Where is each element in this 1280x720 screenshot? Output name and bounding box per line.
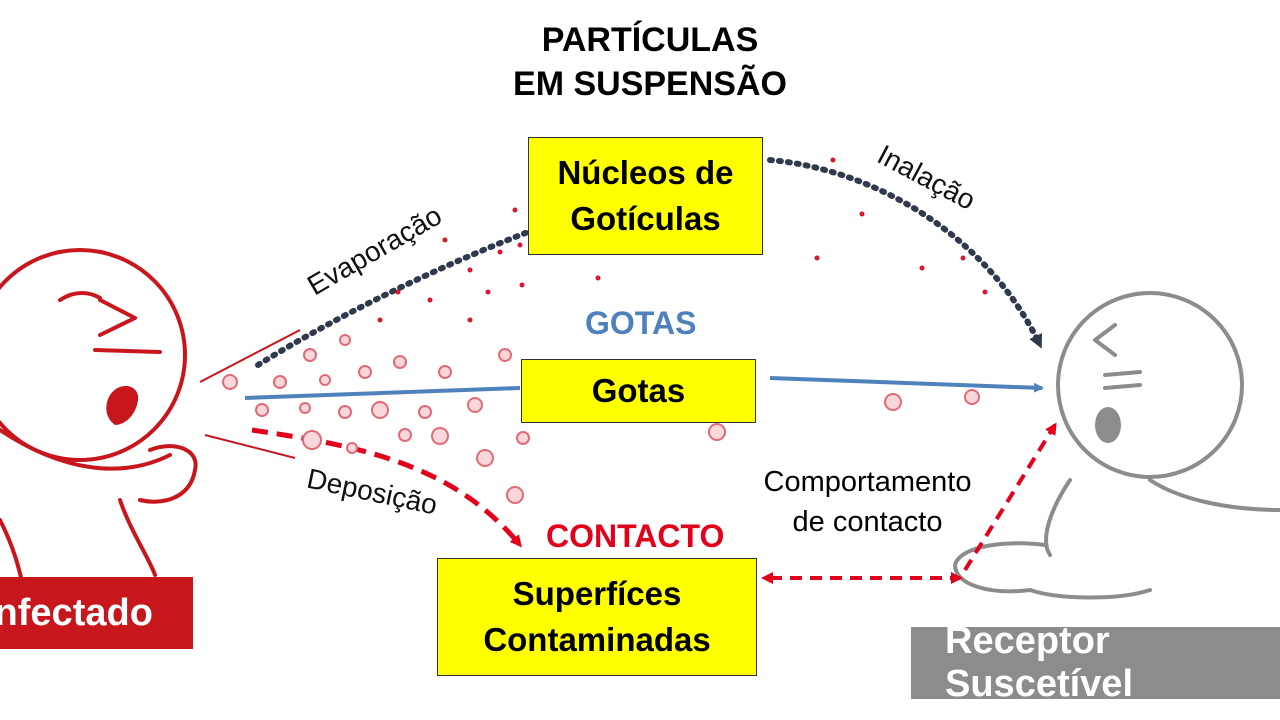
inhalation-arrow bbox=[767, 157, 1043, 349]
receptor-mouth bbox=[1095, 407, 1121, 443]
spray-line-lower bbox=[204, 434, 296, 459]
receptor-person-figure bbox=[952, 291, 1280, 600]
title-line-2: EM SUSPENSÃO bbox=[513, 65, 787, 103]
surfaces-line-1: Superfíces bbox=[512, 575, 682, 612]
infected-label: Infectado bbox=[0, 591, 153, 634]
deposition-arrow bbox=[251, 427, 522, 548]
drops-arrow-right bbox=[769, 376, 1044, 393]
droplet-nuclei-line-2: Gotículas bbox=[570, 200, 721, 237]
infected-label-bar: Infectado bbox=[0, 577, 193, 649]
drops-box-label: Gotas bbox=[591, 372, 686, 409]
surfaces-line-2: Contaminadas bbox=[483, 621, 711, 658]
droplet-nuclei-line-1: Núcleos de bbox=[557, 154, 734, 191]
hand-to-face-arrow bbox=[963, 422, 1057, 572]
droplet-nuclei-box: Núcleos de Gotículas bbox=[528, 137, 763, 255]
receptor-label-bar: Receptor Suscetível bbox=[911, 627, 1280, 699]
contact-behavior-line-2: de contacto bbox=[792, 506, 943, 538]
infected-person-figure bbox=[0, 248, 198, 592]
title-line-1: PARTÍCULAS bbox=[541, 21, 759, 59]
page-title: PARTÍCULAS EM SUSPENSÃO bbox=[450, 18, 850, 106]
evaporation-arrow bbox=[255, 229, 531, 368]
drops-category-label: GOTAS bbox=[585, 305, 697, 341]
infected-mouth bbox=[106, 385, 139, 425]
contact-category-label: CONTACTO bbox=[546, 518, 725, 554]
receptor-label: Receptor Suscetível bbox=[945, 627, 1133, 699]
contact-behavior-line-1: Comportamento bbox=[763, 466, 972, 498]
droplet-nuclei-dots bbox=[377, 157, 988, 323]
spray-line-upper bbox=[199, 329, 301, 383]
drops-arrow-left bbox=[244, 386, 521, 400]
drops-box: Gotas bbox=[521, 359, 756, 423]
contact-behavior-label: Comportamento de contacto bbox=[740, 462, 995, 542]
droplets bbox=[222, 334, 980, 504]
contaminated-surfaces-box: Superfíces Contaminadas bbox=[437, 558, 757, 676]
